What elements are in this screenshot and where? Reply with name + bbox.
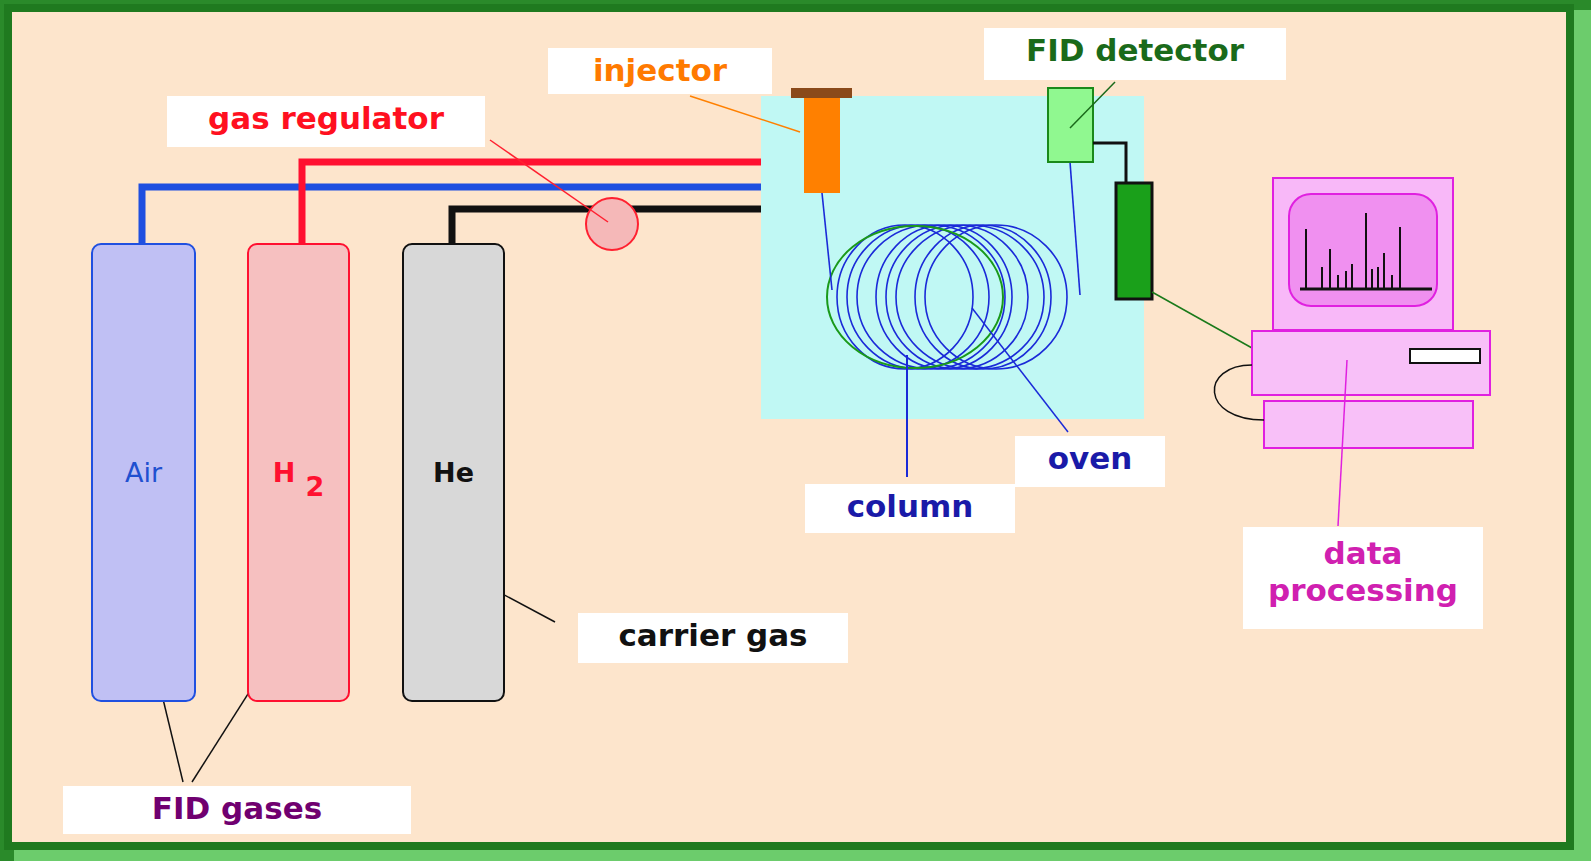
hydrogen-cylinder: H2 xyxy=(247,243,350,702)
part-label: data processing xyxy=(1243,527,1483,629)
background xyxy=(12,12,1566,842)
gas-name: He xyxy=(433,457,474,488)
cylinder-label: H2 xyxy=(249,457,348,488)
mouse-cable xyxy=(1214,365,1264,420)
part-label: oven xyxy=(1015,436,1165,487)
computer-base xyxy=(1252,331,1490,395)
signal-wire xyxy=(1152,292,1252,348)
leader-line xyxy=(972,308,1068,432)
part-label: FID gases xyxy=(63,786,411,834)
column-coil xyxy=(837,225,1067,369)
monitor-screen xyxy=(1289,194,1437,306)
leader-line xyxy=(690,96,800,132)
keyboard xyxy=(1264,401,1473,448)
hydrogen-line xyxy=(302,162,762,243)
column-inlet xyxy=(822,193,832,290)
leader-line xyxy=(1070,82,1115,128)
air-line xyxy=(142,187,762,243)
subscript: 2 xyxy=(305,471,324,502)
frame xyxy=(4,4,1574,850)
monitor xyxy=(1273,178,1453,330)
cylinder-label: He xyxy=(404,457,503,488)
part-label: FID detector xyxy=(984,28,1286,80)
part-label: gas regulator xyxy=(167,96,485,147)
air-cylinder: Air xyxy=(91,243,196,702)
injector-cap xyxy=(791,88,852,98)
chromatogram xyxy=(1300,213,1432,289)
cylinder-label: Air xyxy=(93,457,194,488)
leader-line xyxy=(906,355,908,477)
detector-wire xyxy=(1093,143,1126,183)
injector-body xyxy=(804,96,840,193)
leader-line xyxy=(1338,360,1347,526)
helium-cylinder: He xyxy=(402,243,505,702)
part-label: carrier gas xyxy=(578,613,848,663)
part-label: injector xyxy=(548,48,772,94)
gas-regulator-symbol xyxy=(586,198,638,250)
fid-detector-body xyxy=(1048,88,1093,162)
column-outlet xyxy=(1070,162,1080,295)
leader-line xyxy=(490,140,608,222)
disk-drive xyxy=(1410,349,1480,363)
gas-name: Air xyxy=(125,457,162,488)
part-label: column xyxy=(805,484,1015,533)
gas-name: H xyxy=(273,457,296,488)
amplifier xyxy=(1116,183,1152,299)
column-cage xyxy=(827,226,1003,368)
